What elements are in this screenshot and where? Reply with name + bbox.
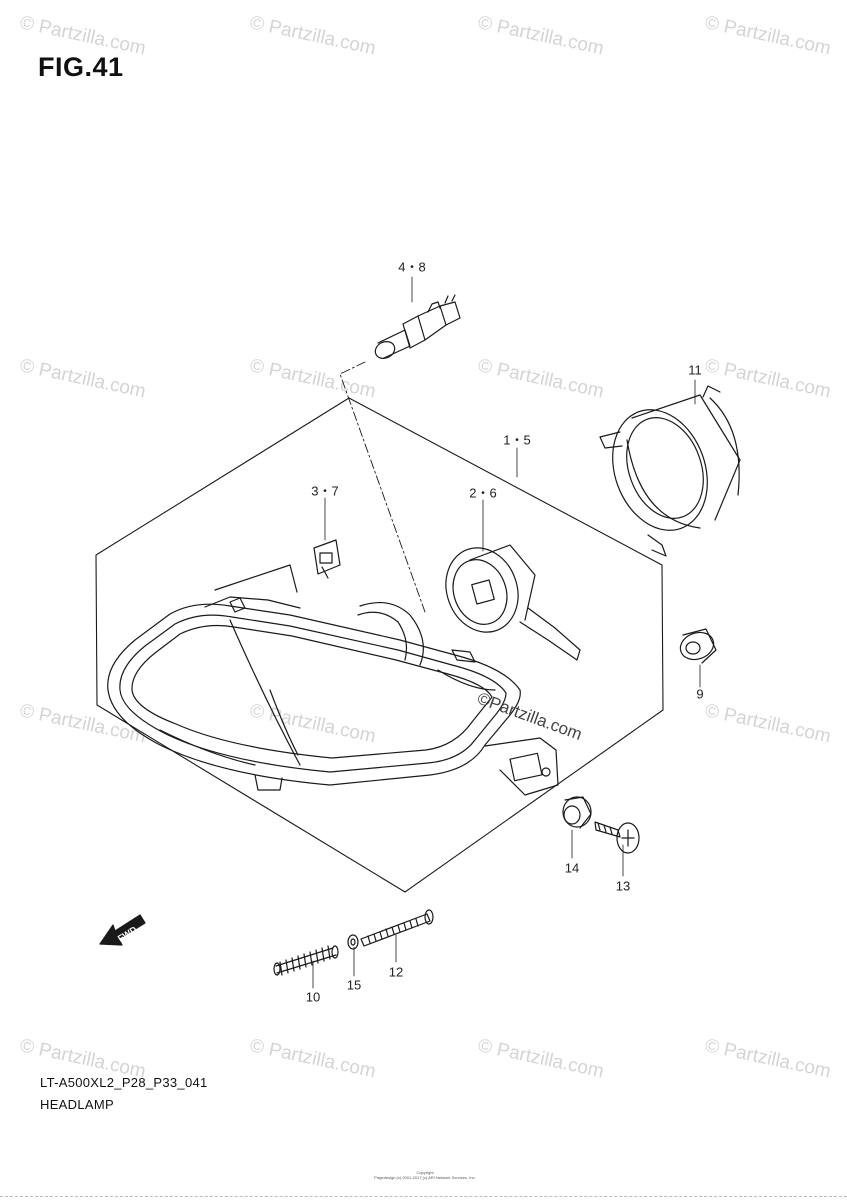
callout-10[interactable]: 10 [305, 989, 321, 1005]
headlamp-housing [107, 564, 559, 796]
callout-9[interactable]: 9 [696, 686, 704, 702]
copyright-line: Pagedesign (c) 2001-2017 (c) ARI Network… [374, 1175, 476, 1180]
assembly-outline [95, 397, 664, 893]
callout-4-8[interactable]: 4・8 [398, 259, 426, 275]
callout-13[interactable]: 13 [615, 878, 631, 894]
socket-ring-part [599, 385, 741, 557]
forward-arrow-icon [99, 914, 146, 946]
callout-11[interactable]: 11 [688, 362, 702, 378]
diagram-name: HEADLAMP [40, 1097, 114, 1112]
clip-part [313, 539, 341, 579]
leader-lines [312, 276, 701, 989]
copyright-notice: Copyright Pagedesign (c) 2001-2017 (c) A… [340, 1170, 510, 1180]
callout-2-6[interactable]: 2・6 [469, 485, 497, 501]
figure-title: FIG.41 [38, 52, 124, 82]
callout-3-7[interactable]: 3・7 [311, 483, 339, 499]
callout-14[interactable]: 14 [564, 860, 580, 876]
washer-part [347, 934, 359, 950]
model-code: LT-A500XL2_P28_P33_041 [40, 1075, 208, 1090]
callout-12[interactable]: 12 [388, 964, 404, 980]
grommet-part [562, 796, 592, 829]
grommet-part [679, 628, 717, 664]
adjusting-screw-part [360, 909, 434, 947]
screw-part [594, 821, 640, 854]
socket-part [445, 544, 581, 661]
bulb-guide-line [339, 361, 426, 613]
callout-1-5[interactable]: 1・5 [503, 432, 531, 448]
spring-part [273, 945, 339, 976]
copyright-line: Copyright [416, 1170, 434, 1175]
callout-15[interactable]: 15 [346, 977, 362, 993]
bulb-part [374, 294, 461, 359]
bottom-divider [0, 1196, 847, 1197]
